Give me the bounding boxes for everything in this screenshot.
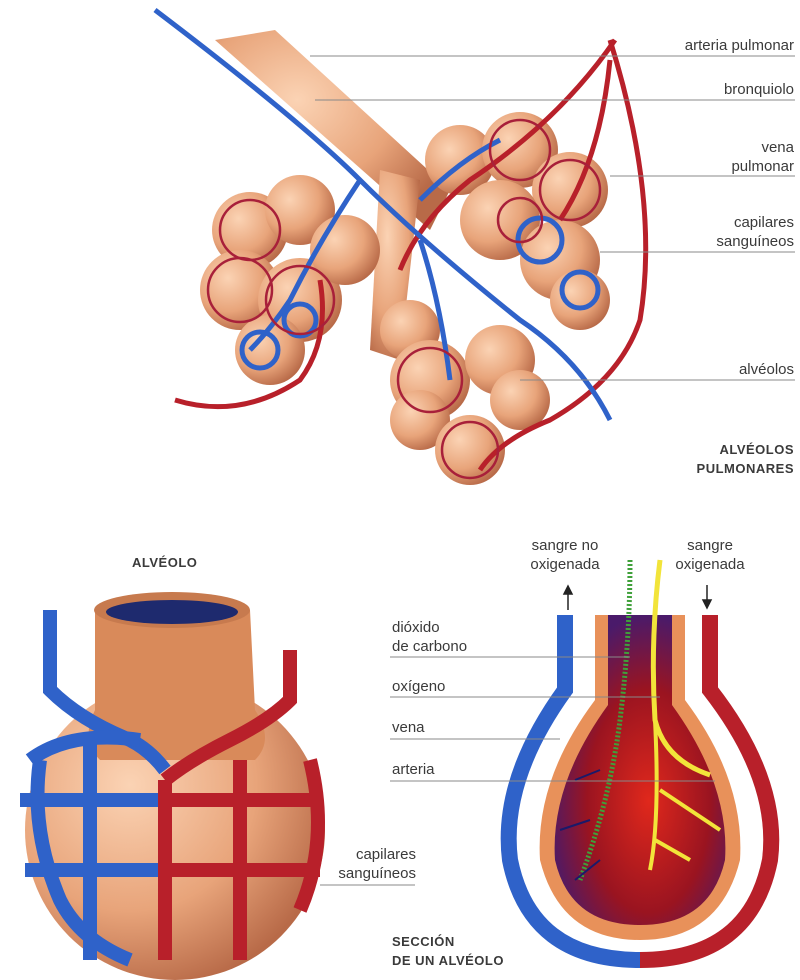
title-alveolos-pulmonares: ALVÉOLOS PULMONARES bbox=[697, 440, 794, 478]
label-line2: oxigenada bbox=[530, 556, 600, 573]
label-capilares-line1: capilares bbox=[355, 846, 416, 863]
label-sangre-no-oxigenada: sangre no oxigenada bbox=[505, 536, 625, 574]
label-dioxido-de-carbono: dióxido de carbono bbox=[392, 618, 467, 656]
label-bronquiolo: bronquiolo bbox=[723, 81, 794, 98]
label-vena-line2: pulmonar bbox=[731, 158, 794, 175]
label-sangre-oxigenada: sangre oxigenada bbox=[650, 536, 770, 574]
label-capilares-top: capilares sanguíneos bbox=[716, 213, 794, 251]
label-vena: vena bbox=[392, 719, 425, 736]
top-leader-lines bbox=[310, 55, 795, 381]
title-line2: DE UN ALVÉOLO bbox=[392, 953, 504, 968]
title-line1: ALVÉOLOS bbox=[719, 442, 794, 457]
label-line1: sangre no bbox=[531, 537, 599, 554]
alveolus-illustration bbox=[20, 592, 415, 980]
label-capilares-line2: sanguíneos bbox=[338, 865, 416, 882]
label-line2: de carbono bbox=[392, 638, 468, 655]
label-capilares-line1: capilares bbox=[733, 214, 794, 231]
title-alveolo: ALVÉOLO bbox=[132, 555, 198, 570]
label-line1: dióxido bbox=[392, 619, 440, 636]
capillary-network bbox=[206, 118, 602, 480]
label-line1: sangre bbox=[687, 537, 733, 554]
title-line1: SECCIÓN bbox=[392, 934, 455, 949]
label-vena-line1: vena bbox=[761, 139, 794, 156]
alveolus-section-illustration bbox=[390, 559, 780, 968]
label-line2: oxigenada bbox=[675, 556, 745, 573]
label-alveolos: alvéolos bbox=[738, 361, 794, 378]
bronchiole-illustration bbox=[215, 30, 450, 360]
label-capilares-alveolo: capilares sanguíneos bbox=[300, 845, 416, 883]
pulmonary-artery bbox=[174, 38, 649, 472]
title-line2: PULMONARES bbox=[696, 461, 794, 476]
flow-arrows bbox=[562, 584, 713, 610]
label-oxigeno: oxígeno bbox=[392, 678, 446, 695]
label-vena-pulmonar: vena pulmonar bbox=[731, 138, 794, 176]
title-seccion-alveolo: SECCIÓN DE UN ALVÉOLO bbox=[392, 932, 504, 970]
label-capilares-line2: sanguíneos bbox=[716, 233, 794, 250]
label-arteria-pulmonar: arteria pulmonar bbox=[684, 37, 794, 54]
label-arteria: arteria bbox=[392, 761, 435, 778]
